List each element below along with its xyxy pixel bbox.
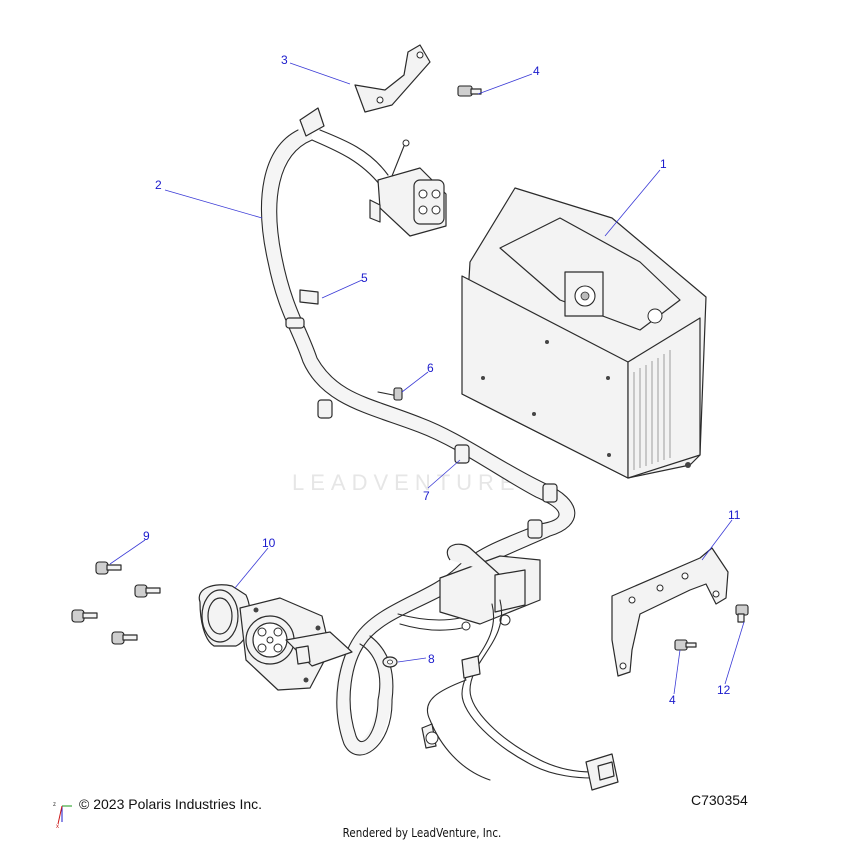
cooling-fins	[633, 350, 671, 470]
callout-4-upper: 4	[533, 64, 540, 78]
callouts: 1 2 3 4 5 6 7 8 9 10 11 4 12	[143, 53, 741, 707]
callout-5: 5	[361, 271, 368, 285]
callout-6: 6	[427, 361, 434, 375]
watermark: LEADVENTURE	[292, 470, 521, 495]
callout-8: 8	[428, 652, 435, 666]
wire-harness	[260, 107, 576, 756]
leader-lines	[109, 62, 745, 695]
rendered-by-text: Rendered by LeadVenture, Inc.	[342, 826, 502, 840]
screw-12	[735, 604, 749, 623]
junction-assembly	[397, 543, 541, 631]
charge-port	[198, 584, 353, 691]
callout-4-lower: 4	[669, 693, 676, 707]
axis-triad-icon: z x	[53, 802, 72, 830]
ground-branch	[421, 599, 619, 791]
bolt-upper	[457, 85, 482, 97]
figure-id: C730354	[691, 792, 748, 808]
bolt-lower	[674, 639, 697, 651]
callout-10: 10	[262, 536, 276, 550]
copyright-text: © 2023 Polaris Industries Inc.	[79, 796, 263, 812]
callout-3: 3	[281, 53, 288, 67]
bolt-set-9	[71, 561, 161, 645]
callout-12: 12	[717, 683, 731, 697]
bolt-6	[377, 387, 403, 401]
bracket-lower	[611, 547, 729, 677]
callout-7: 7	[423, 489, 430, 503]
washer-8	[382, 656, 398, 668]
callout-1: 1	[660, 157, 667, 171]
svg-text:x: x	[56, 824, 59, 830]
harness-connector-upper	[369, 139, 447, 237]
callout-2: 2	[155, 178, 162, 192]
callout-9: 9	[143, 529, 150, 543]
callout-11: 11	[728, 508, 741, 522]
svg-text:z: z	[53, 802, 56, 808]
controller-module	[461, 187, 707, 479]
bracket-upper	[354, 44, 431, 113]
